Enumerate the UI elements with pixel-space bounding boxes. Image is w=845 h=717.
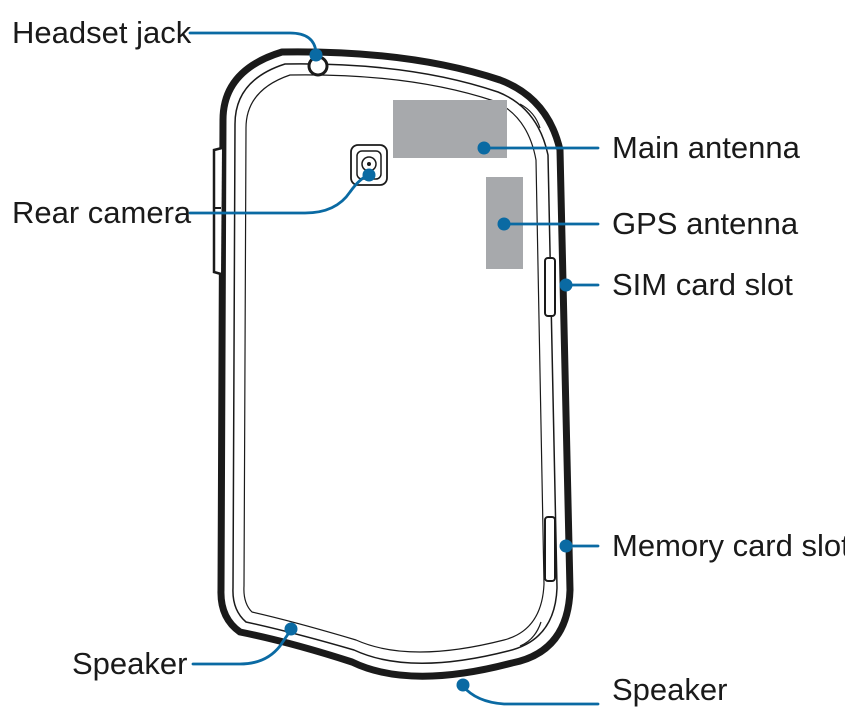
callout-dot-speaker-left bbox=[284, 622, 298, 636]
label-gps-antenna: GPS antenna bbox=[612, 206, 799, 241]
corner-rib-bottom-right bbox=[519, 621, 542, 647]
callout-dot-main-antenna bbox=[477, 141, 491, 155]
callout-line-headset-jack bbox=[188, 31, 318, 54]
label-main-antenna: Main antenna bbox=[612, 130, 800, 165]
callout-dot-speaker-right bbox=[456, 678, 470, 692]
callout-dot-memory-card-slot bbox=[559, 539, 573, 553]
phone-back-cover bbox=[243, 74, 545, 653]
label-speaker-left: Speaker bbox=[72, 646, 188, 681]
corner-rib-top-right bbox=[519, 103, 541, 129]
label-speaker-right: Speaker bbox=[612, 672, 728, 707]
label-headset-jack: Headset jack bbox=[12, 15, 192, 50]
label-sim-card-slot: SIM card slot bbox=[612, 267, 793, 302]
callout-dot-rear-camera bbox=[362, 168, 376, 182]
sim-slot-cover bbox=[544, 257, 556, 317]
callout-dot-sim-card-slot bbox=[559, 278, 573, 292]
rear-camera-lens-dot bbox=[367, 162, 371, 166]
callout-dot-gps-antenna bbox=[497, 217, 511, 231]
memory-slot-cover bbox=[544, 516, 556, 582]
label-memory-card-slot: Memory card slot bbox=[612, 528, 845, 563]
label-rear-camera: Rear camera bbox=[12, 195, 192, 230]
phone-inner-bezel bbox=[232, 63, 558, 664]
volume-button bbox=[212, 146, 223, 276]
callout-line-speaker-right bbox=[461, 684, 600, 706]
callout-dot-headset-jack bbox=[309, 48, 323, 62]
